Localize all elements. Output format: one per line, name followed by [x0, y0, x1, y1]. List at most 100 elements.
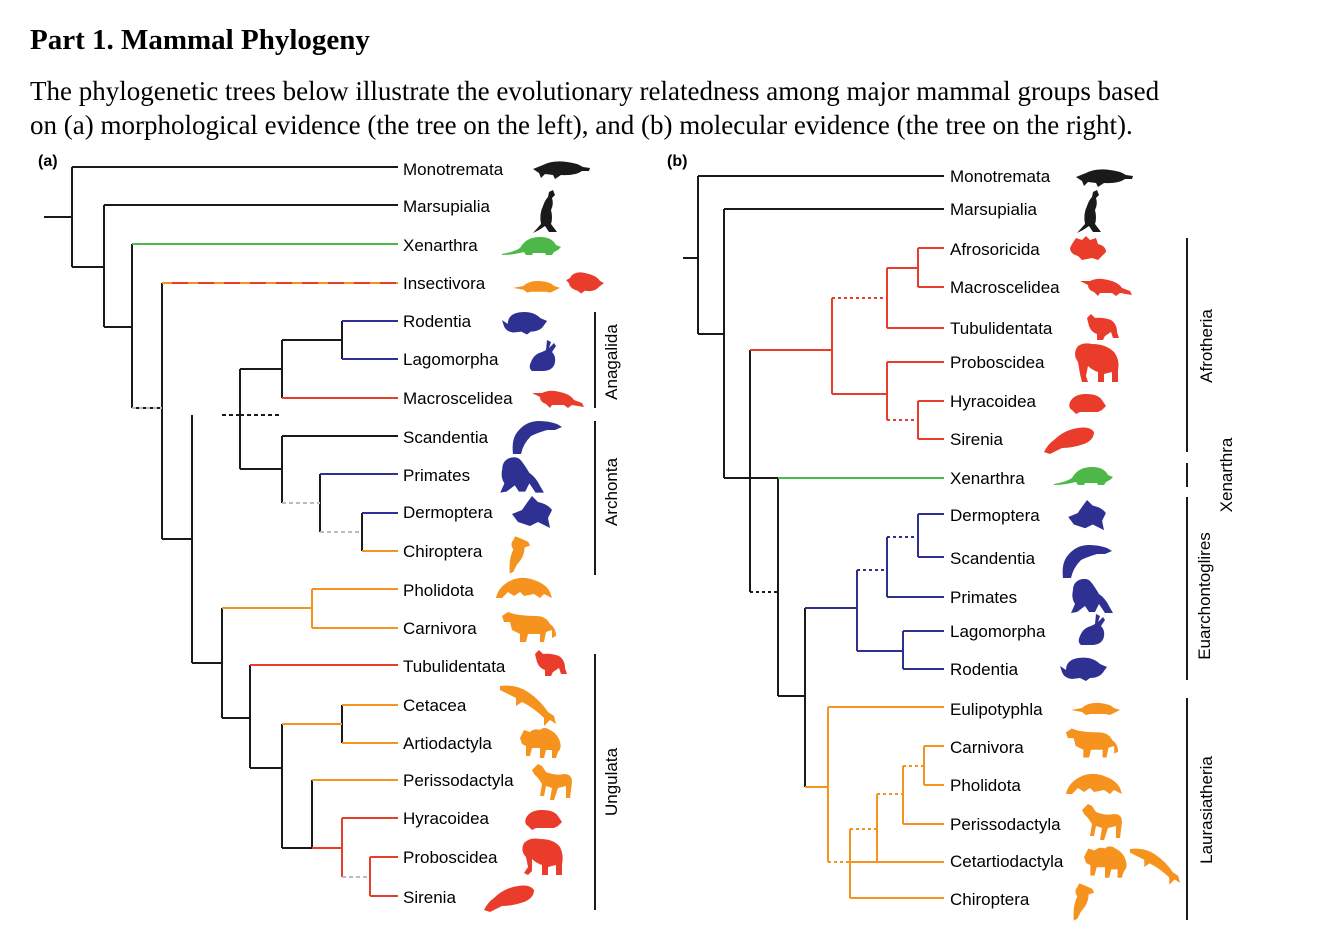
taxon-label: Monotremata	[403, 160, 504, 179]
tree-shrew-icon	[512, 421, 562, 454]
group-label-anagalida: Anagalida	[602, 324, 621, 400]
hedgehog-icon	[1071, 702, 1120, 715]
armadillo-icon	[502, 237, 561, 255]
panel-label-a: (a)	[38, 153, 58, 170]
rat-icon	[502, 312, 548, 335]
taxon-label: Rodentia	[950, 660, 1019, 679]
tree-b-silhouettes	[1044, 169, 1180, 921]
taxon-label: Lagomorpha	[950, 622, 1046, 641]
panel-label-b: (b)	[667, 153, 687, 170]
taxon-label: Scandentia	[403, 428, 489, 447]
taxon-label: Dermoptera	[403, 503, 493, 522]
pangolin-icon	[1066, 773, 1122, 794]
taxon-label: Primates	[950, 588, 1017, 607]
tenrec-icon	[1070, 236, 1106, 260]
armadillo-icon	[1054, 467, 1113, 485]
aardvark-icon	[1087, 314, 1119, 340]
taxon-label: Proboscidea	[950, 353, 1045, 372]
taxon-label: Cetartiodactyla	[950, 852, 1064, 871]
elephant-shrew-icon	[532, 390, 584, 408]
tree-a-group-labels: Anagalida Archonta Ungulata	[602, 324, 621, 816]
hyrax-icon	[525, 810, 562, 830]
camel-icon	[520, 728, 561, 758]
rabbit-icon	[1078, 614, 1105, 645]
taxon-label: Proboscidea	[403, 848, 498, 867]
aardvark-icon	[535, 650, 567, 676]
bat-icon	[1073, 883, 1095, 921]
group-label-ungulata: Ungulata	[602, 747, 621, 816]
taxon-label: Cetacea	[403, 696, 467, 715]
taxon-label: Marsupialia	[403, 197, 490, 216]
taxon-label: Sirenia	[950, 430, 1003, 449]
tree-shrew-icon	[1062, 545, 1112, 578]
taxon-label: Scandentia	[950, 549, 1036, 568]
taxon-label: Tubulidentata	[950, 319, 1053, 338]
group-label-afrotheria: Afrotheria	[1197, 309, 1216, 383]
taxon-label: Perissodactyla	[403, 771, 514, 790]
dolphin-icon	[1130, 848, 1180, 885]
colugo-icon	[512, 496, 552, 528]
tree-b-tip-labels: Monotremata Marsupialia Afrosoricida Mac…	[950, 167, 1064, 909]
taxon-label: Xenarthra	[403, 236, 478, 255]
big-cat-icon	[502, 612, 556, 642]
taxon-label: Pholidota	[950, 776, 1021, 795]
mole-icon	[566, 272, 604, 294]
taxon-label: Insectivora	[403, 274, 486, 293]
taxon-label: Macroscelidea	[403, 389, 513, 408]
colugo-icon	[1068, 500, 1106, 531]
group-label-laurasiatheria: Laurasiatheria	[1197, 756, 1216, 864]
tree-a-branches	[44, 166, 398, 897]
platypus-icon	[533, 161, 590, 179]
taxon-label: Afrosoricida	[950, 240, 1040, 259]
description-line-2: on (a) morphological evidence (the tree …	[30, 110, 1133, 140]
group-label-archonta: Archonta	[602, 457, 621, 526]
taxon-label: Sirenia	[403, 888, 456, 907]
description-line-1: The phylogenetic trees below illustrate …	[30, 76, 1160, 106]
pangolin-icon	[496, 577, 552, 598]
taxon-label: Carnivora	[403, 619, 477, 638]
dolphin-icon	[500, 685, 556, 726]
taxon-label: Chiroptera	[950, 890, 1030, 909]
camel-icon	[1084, 846, 1127, 878]
kangaroo-icon	[1077, 190, 1101, 233]
tree-a-tip-labels: Monotremata Marsupialia Xenarthra Insect…	[403, 160, 514, 907]
hyrax-icon	[1069, 394, 1106, 414]
taxon-label: Tubulidentata	[403, 657, 506, 676]
taxon-label: Marsupialia	[950, 200, 1037, 219]
page-heading: Part 1. Mammal Phylogeny	[30, 24, 370, 56]
taxon-label: Artiodactyla	[403, 734, 492, 753]
group-label-xenarthra: Xenarthra	[1217, 437, 1236, 512]
horse-icon	[1082, 804, 1122, 840]
taxon-label: Primates	[403, 466, 470, 485]
taxon-label: Carnivora	[950, 738, 1024, 757]
taxon-label: Chiroptera	[403, 542, 483, 561]
taxon-label: Xenarthra	[950, 469, 1025, 488]
taxon-label: Dermoptera	[950, 506, 1040, 525]
bat-icon	[509, 536, 531, 574]
group-label-euarchontoglires: Euarchontoglires	[1195, 532, 1214, 660]
manatee-icon	[1044, 427, 1094, 454]
taxon-label: Perissodactyla	[950, 815, 1061, 834]
rabbit-icon	[529, 340, 556, 371]
taxon-label: Lagomorpha	[403, 350, 499, 369]
platypus-icon	[1076, 169, 1133, 187]
elephant-icon	[522, 838, 563, 875]
manatee-icon	[484, 885, 534, 912]
shrew-icon	[512, 281, 560, 293]
taxon-label: Hyracoidea	[950, 392, 1037, 411]
big-cat-icon	[1065, 728, 1119, 758]
taxon-label: Monotremata	[950, 167, 1051, 186]
tree-b-branches	[683, 175, 944, 899]
taxon-label: Pholidota	[403, 581, 474, 600]
taxon-label: Macroscelidea	[950, 278, 1060, 297]
kangaroo-icon	[533, 190, 557, 233]
taxon-label: Rodentia	[403, 312, 472, 331]
tree-a-silhouettes	[484, 161, 604, 912]
taxon-label: Hyracoidea	[403, 809, 490, 828]
horse-icon	[532, 764, 572, 800]
rat-icon	[1060, 657, 1107, 681]
elephant-icon	[1075, 343, 1119, 382]
elephant-shrew-icon	[1080, 278, 1132, 296]
taxon-label: Eulipotyphla	[950, 700, 1043, 719]
